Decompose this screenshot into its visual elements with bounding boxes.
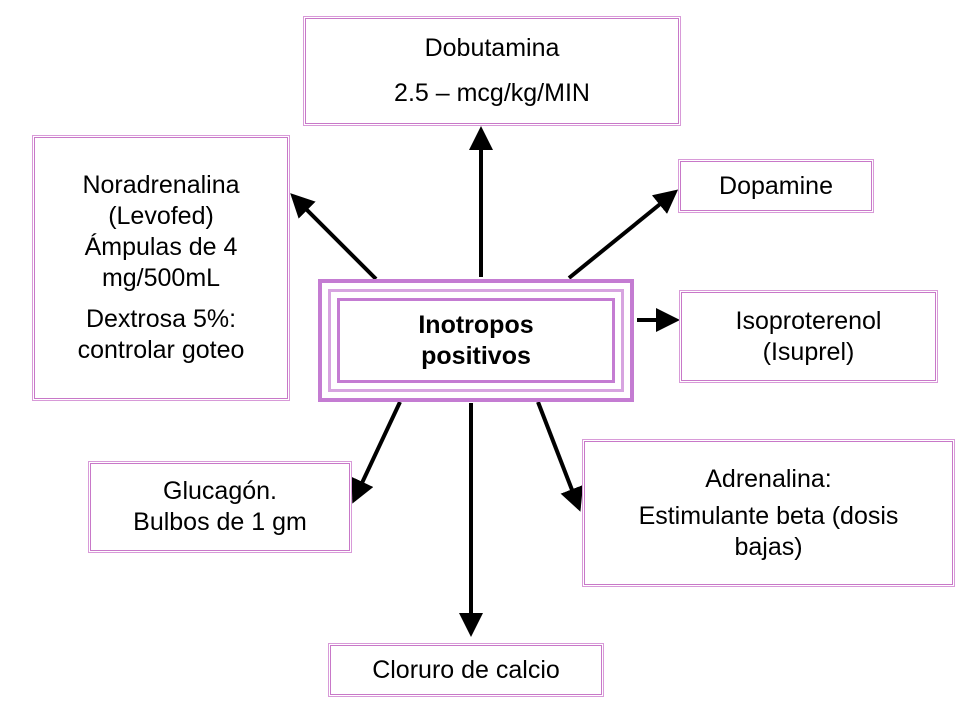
glucagon-name: Glucagón. xyxy=(163,477,277,505)
arrow-to-glucagon xyxy=(351,401,402,504)
adrenalina-desc-1: Estimulante beta (dosis xyxy=(638,501,899,530)
glucagon-dose: Bulbos de 1 gm xyxy=(133,508,307,536)
arrow-to-dopamine xyxy=(567,189,679,280)
noradrenalina-line-1: Noradrenalina xyxy=(82,171,240,199)
arrow-to-adrenalina xyxy=(536,401,583,512)
node-dopamine: Dopamine xyxy=(678,159,874,213)
noradrenalina-line-4: mg/500mL xyxy=(101,264,221,292)
node-isoproterenol: Isoproterenol (Isuprel) xyxy=(679,290,938,383)
adrenalina-desc-2: bajas) xyxy=(734,532,803,561)
noradrenalina-extra-1: Dextrosa 5%: xyxy=(85,305,237,333)
center-label: Inotropos positivos xyxy=(337,298,615,383)
arrow-to-noradrenalina xyxy=(290,193,378,281)
noradrenalina-line-2: (Levofed) xyxy=(108,202,214,230)
node-dobutamina: Dobutamina 2.5 – mcg/kg/MIN xyxy=(303,16,681,126)
center-line-1: Inotropos xyxy=(418,310,534,339)
dopamine-name: Dopamine xyxy=(719,171,833,200)
node-cloruro: Cloruro de calcio xyxy=(328,643,604,697)
center-frame: Inotropos positivos xyxy=(328,289,624,392)
noradrenalina-line-3: Ámpulas de 4 xyxy=(84,233,238,261)
cloruro-name: Cloruro de calcio xyxy=(372,655,560,684)
node-glucagon: Glucagón. Bulbos de 1 gm xyxy=(88,461,352,553)
isoproterenol-brand: (Isuprel) xyxy=(762,337,855,366)
node-adrenalina: Adrenalina: Estimulante beta (dosis baja… xyxy=(582,439,955,587)
noradrenalina-extra-2: controlar goteo xyxy=(77,336,245,364)
node-noradrenalina: Noradrenalina (Levofed) Ámpulas de 4 mg/… xyxy=(32,135,290,401)
dobutamina-dose: 2.5 – mcg/kg/MIN xyxy=(394,79,590,107)
center-line-2: positivos xyxy=(421,341,531,370)
center-node: Inotropos positivos xyxy=(318,279,634,402)
adrenalina-name: Adrenalina: xyxy=(705,464,832,493)
isoproterenol-name: Isoproterenol xyxy=(735,306,882,335)
dobutamina-name: Dobutamina xyxy=(424,34,560,62)
